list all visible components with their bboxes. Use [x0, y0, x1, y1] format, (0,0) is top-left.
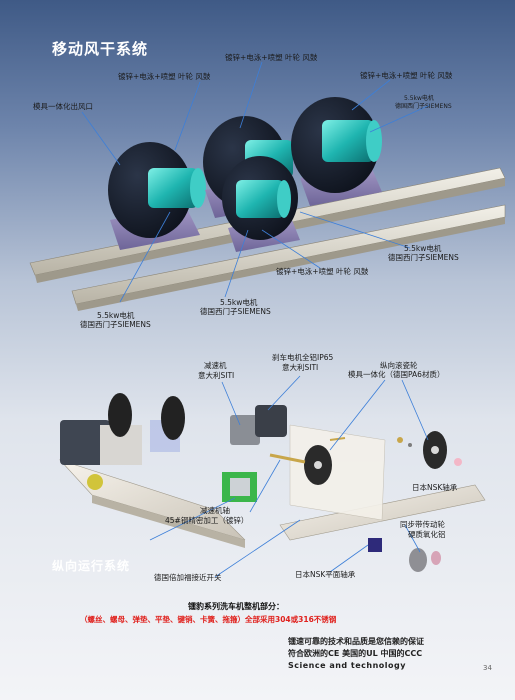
label-wheel-material: 模具一体化（德国PA6材质） — [348, 370, 445, 379]
footer-title: 镭豹系列洗车机整机部分： — [188, 602, 284, 611]
slogan-line-2: 符合欧洲的CE 美国的UL 中国的CCC — [288, 649, 423, 658]
label-motor-left-brand: 德国西门子SIEMENS — [80, 320, 151, 329]
label-reducer-shaft-material: 45#钢精密加工（镀锌） — [165, 516, 249, 525]
label-outlet: 模具一体化出风口 — [33, 102, 93, 111]
page-number: 34 — [483, 664, 492, 672]
label-motor-center-power: 5.5kw电机 — [220, 298, 258, 307]
slogan-line-3: Science and technology — [288, 661, 406, 670]
section-title-longitudinal: 纵向运行系统 — [52, 559, 131, 573]
label-motor-left-power: 5.5kw电机 — [97, 311, 135, 320]
label-fan-top-center: 镀锌+电泳+喷塑 叶轮 风鼓 — [225, 53, 318, 62]
label-brake-motor: 刹车电机全铝IP65 — [272, 353, 334, 362]
drive-assembly — [59, 393, 287, 548]
rail-lower — [71, 204, 506, 311]
leader-lines-top — [81, 61, 431, 303]
leader-lines-bottom — [149, 375, 429, 578]
label-motor-right-mid-power: 5.5kw电机 — [404, 244, 442, 253]
wheel-assembly-exploded — [269, 424, 486, 572]
fan-unit-center-front — [222, 156, 300, 252]
footer-parts-note: （螺丝、螺母、弹垫、平垫、键销、卡簧、拖箍）全部采用304或316不锈钢 — [80, 615, 337, 624]
label-reducer-brand: 意大利SITI — [198, 371, 235, 380]
fan-unit-right — [291, 97, 382, 206]
label-sync-wheel: 同步带传动轮 — [400, 520, 445, 529]
label-motor-right-top-power: 5.5kw电机 — [404, 95, 434, 102]
label-motor-right-mid-brand: 德国西门子SIEMENS — [388, 253, 459, 262]
label-motor-center-brand: 德国西门子SIEMENS — [200, 307, 271, 316]
label-motor-right-top-brand: 德国西门子SIEMENS — [395, 103, 452, 110]
section-title-mobile-drying: 移动风干系统 — [52, 40, 149, 58]
slogan-line-1: 镭速可靠的技术和品质是您信赖的保证 — [288, 637, 424, 646]
label-reducer-shaft: 减速机轴 — [200, 506, 230, 515]
label-fan-top-right: 镀锌+电泳+喷塑 叶轮 风鼓 — [360, 71, 453, 80]
fan-unit-left — [108, 142, 206, 250]
label-brake-motor-brand: 意大利SITI — [282, 363, 319, 372]
label-fan-top-left: 镀锌+电泳+喷塑 叶轮 风鼓 — [118, 72, 211, 81]
label-nsk-bearing: 日本NSK轴承 — [412, 483, 458, 492]
label-reducer: 减速机 — [204, 361, 227, 370]
label-wheel: 纵向滚瓷轮 — [380, 361, 418, 370]
label-sync-wheel-material: 硬质氧化铝 — [408, 530, 446, 539]
label-proximity-switch: 德国倍加福接近开关 — [154, 573, 222, 582]
label-nsk-flat-bearing: 日本NSK平面轴承 — [295, 570, 356, 579]
label-fan-bottom-mid: 镀锌+电泳+喷塑 叶轮 风鼓 — [276, 267, 369, 276]
